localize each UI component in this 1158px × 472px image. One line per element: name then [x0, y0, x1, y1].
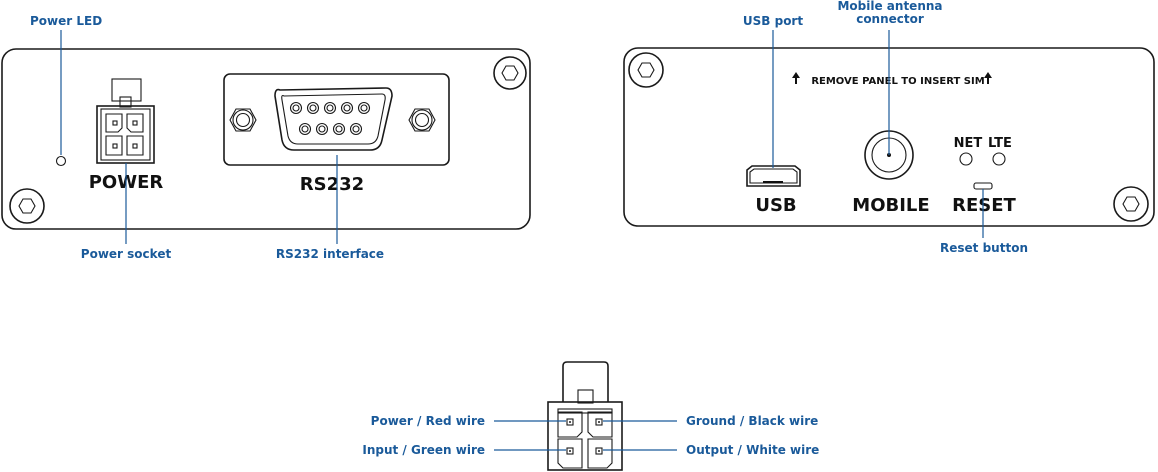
arrow-up-icon — [984, 72, 992, 84]
standoff-icon — [408, 108, 436, 132]
usb-label: USB — [755, 195, 796, 216]
back-panel: REMOVE PANEL TO INSERT SIM USB MOBILE NE… — [623, 0, 1155, 255]
standoff-icon — [229, 108, 257, 132]
db9-pin-icon — [335, 125, 343, 133]
usb-port-icon — [746, 165, 801, 187]
power-socket-callout: Power socket — [81, 247, 172, 261]
pin-label-ground: Ground / Black wire — [686, 414, 818, 428]
db9-pin-icon — [340, 101, 354, 115]
power-connector-icon — [547, 361, 623, 471]
pin-label-input: Input / Green wire — [362, 443, 485, 457]
db9-pin-icon — [349, 122, 363, 136]
db9-pin-icon — [323, 101, 337, 115]
mobile-antenna-callout-line1: Mobile antenna — [837, 0, 942, 13]
db9-pin-icon — [357, 101, 371, 115]
db9-pin-icon — [298, 122, 312, 136]
lte-label: LTE — [988, 136, 1012, 151]
power-socket-icon — [96, 78, 155, 164]
power-led-icon — [55, 155, 67, 167]
reset-button-callout: Reset button — [940, 241, 1028, 255]
screw-icon — [9, 188, 45, 224]
power-led-callout: Power LED — [30, 14, 102, 28]
db9-pin-icon — [292, 104, 300, 112]
mobile-label: MOBILE — [852, 195, 929, 216]
reset-label: RESET — [952, 195, 1016, 216]
rs232-label: RS232 — [300, 174, 364, 195]
db9-pin-icon — [301, 125, 309, 133]
mobile-antenna-callout-line2: connector — [856, 12, 924, 26]
screw-icon — [628, 52, 664, 88]
db9-pin-icon — [332, 122, 346, 136]
lte-led-icon — [992, 152, 1006, 166]
usb-port-callout: USB port — [743, 14, 803, 28]
reset-button-icon — [973, 182, 993, 190]
front-panel: POWER RS232 Power LED Power socket RS232… — [1, 14, 531, 261]
net-led-icon — [959, 152, 973, 166]
pin-label-output: Output / White wire — [686, 443, 819, 457]
pin-label-power: Power / Red wire — [371, 414, 485, 428]
db9-pin-icon — [315, 122, 329, 136]
front-panel-outline — [1, 48, 531, 230]
rs232-interface-callout: RS232 interface — [276, 247, 384, 261]
rs232-connector-icon — [223, 73, 450, 166]
db9-pin-icon — [360, 104, 368, 112]
db9-pin-icon — [306, 101, 320, 115]
db9-pin-icon — [326, 104, 334, 112]
db9-pin-icon — [318, 125, 326, 133]
db9-pin-icon — [352, 125, 360, 133]
arrow-up-icon — [792, 72, 800, 84]
power-connector-pinout: Power / Red wire Ground / Black wire Inp… — [362, 361, 819, 471]
net-label: NET — [954, 136, 983, 151]
screw-icon — [493, 56, 527, 90]
db9-pin-icon — [289, 101, 303, 115]
db9-pin-icon — [343, 104, 351, 112]
screw-icon — [1113, 186, 1149, 222]
sim-notice: REMOVE PANEL TO INSERT SIM — [811, 76, 984, 87]
db9-pin-icon — [309, 104, 317, 112]
